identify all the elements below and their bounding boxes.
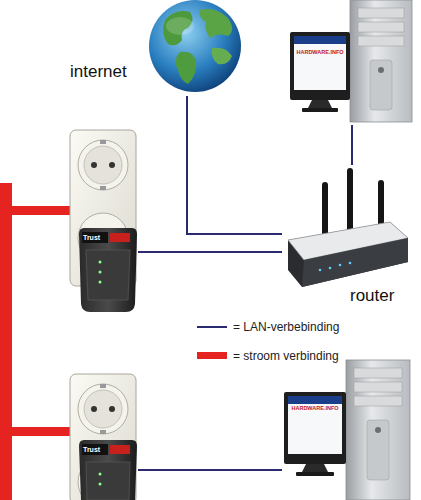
globe bbox=[149, 0, 241, 92]
screen-logo: HARDWARE.INFO bbox=[288, 406, 342, 412]
globe-node: internet bbox=[65, 0, 247, 96]
legend-bar-sample bbox=[197, 352, 227, 359]
computer-node: HARDWARE.INFO bbox=[282, 358, 412, 500]
router-node: router bbox=[282, 165, 410, 310]
lan-connector bbox=[352, 125, 353, 165]
wall-socket bbox=[70, 374, 136, 500]
adapter-node: Trust bbox=[78, 438, 138, 500]
lan-connector bbox=[138, 252, 282, 253]
power-bus bbox=[0, 183, 72, 500]
brand-logo: Trust bbox=[83, 446, 100, 453]
computer bbox=[290, 0, 412, 122]
computer bbox=[284, 360, 410, 500]
screen-logo: HARDWARE.INFO bbox=[294, 50, 346, 56]
lan-connector bbox=[138, 470, 282, 471]
lan-line bbox=[351, 125, 353, 165]
computer-node: HARDWARE.INFO bbox=[286, 0, 414, 125]
powerline-adapter bbox=[79, 228, 137, 312]
legend-text: = stroom verbinding bbox=[233, 350, 339, 362]
lan-line bbox=[187, 96, 282, 234]
lan-line bbox=[138, 251, 282, 253]
adapter-node: Trust bbox=[78, 226, 138, 312]
brand-logo: Trust bbox=[83, 234, 100, 241]
router bbox=[288, 168, 408, 287]
node-label: internet bbox=[70, 63, 127, 80]
legend-text: = LAN-verbebinding bbox=[233, 321, 339, 333]
powerline-adapter bbox=[79, 440, 137, 500]
lan-connector bbox=[187, 96, 282, 234]
lan-line bbox=[138, 469, 282, 471]
legend-line-sample bbox=[197, 326, 227, 328]
node-label: router bbox=[350, 287, 394, 304]
